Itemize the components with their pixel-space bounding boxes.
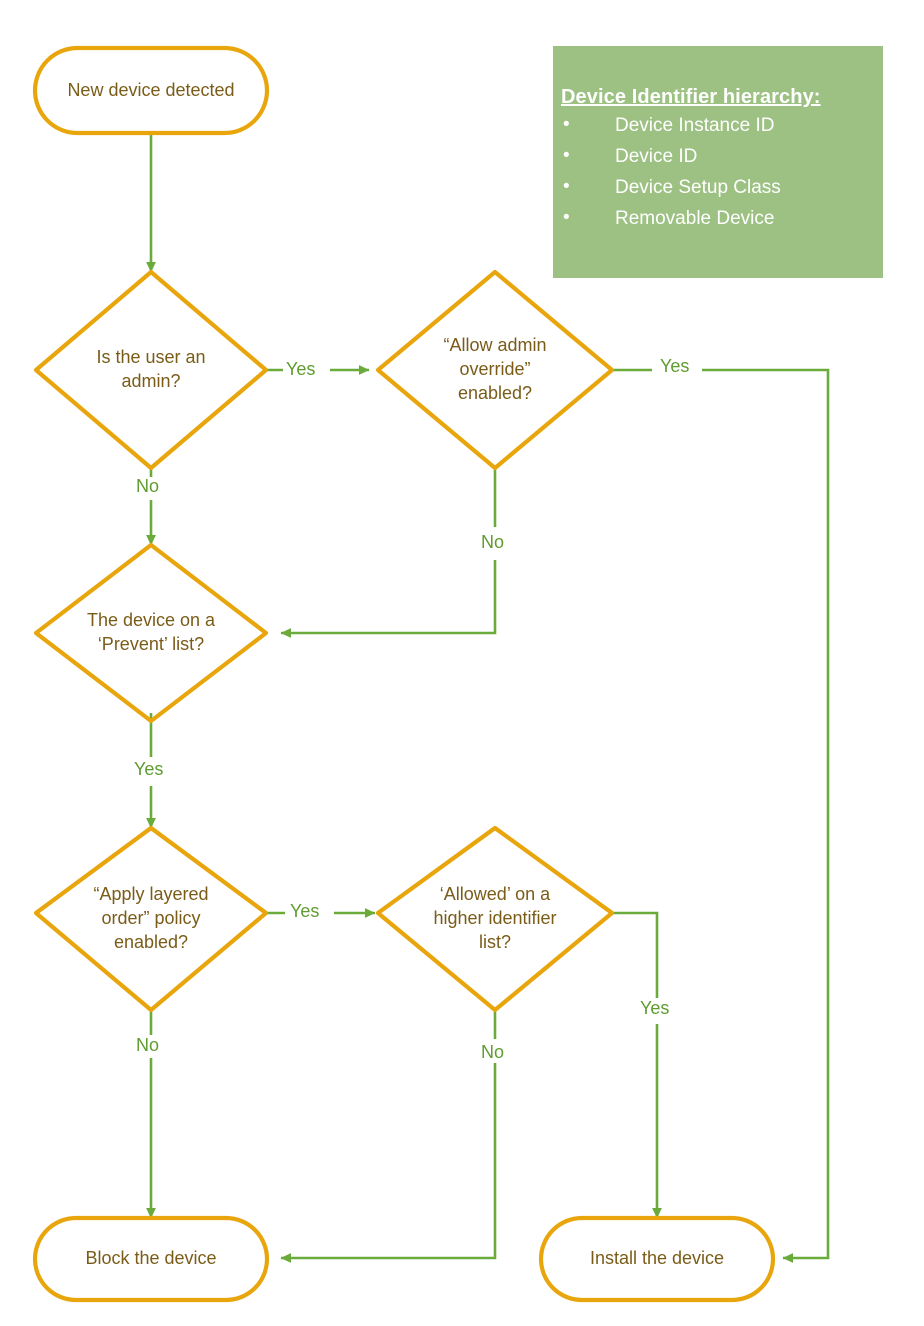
- edge-label-layered-yes: Yes: [287, 902, 323, 920]
- infobox-list: Device Instance ID Device ID Device Setu…: [553, 110, 883, 235]
- edge-label-is-admin-yes: Yes: [283, 360, 319, 378]
- edge-label-admin-override-no: No: [478, 533, 508, 551]
- edge-label-allowed-no: No: [478, 1043, 508, 1061]
- edge-allowed-yes-a: [612, 911, 659, 998]
- infobox-heading: Device Identifier hierarchy:: [561, 86, 821, 108]
- edge-label-layered-no: No: [133, 1036, 163, 1054]
- edge-label-allowed-yes: Yes: [637, 999, 673, 1017]
- edge-admin-no-b: [280, 560, 497, 638]
- shape-start: [32, 45, 270, 136]
- edge-label-prevent-list-yes: Yes: [131, 760, 167, 778]
- edge-admin-yes-b: [702, 368, 830, 1263]
- shape-admin-override: [375, 269, 615, 471]
- device-identifier-hierarchy-box: Device Identifier hierarchy: Device Inst…: [553, 46, 883, 278]
- shape-allowed-higher: [375, 825, 615, 1013]
- shape-install: [538, 1215, 776, 1303]
- list-item: Device Instance ID: [553, 110, 883, 142]
- list-item: Removable Device: [553, 203, 883, 235]
- list-item: Device ID: [553, 141, 883, 173]
- list-item: Device Setup Class: [553, 172, 883, 204]
- shape-block: [32, 1215, 270, 1303]
- edge-label-admin-override-yes: Yes: [657, 357, 693, 375]
- edge-allowed-no-b: [280, 1063, 497, 1263]
- connector-lines: [146, 133, 830, 1263]
- shape-prevent-list: [33, 542, 269, 724]
- edge-label-is-admin-no: No: [133, 477, 163, 495]
- shape-layered-order: [33, 825, 269, 1013]
- node-shapes: [32, 45, 776, 1303]
- shape-is-admin: [33, 269, 269, 471]
